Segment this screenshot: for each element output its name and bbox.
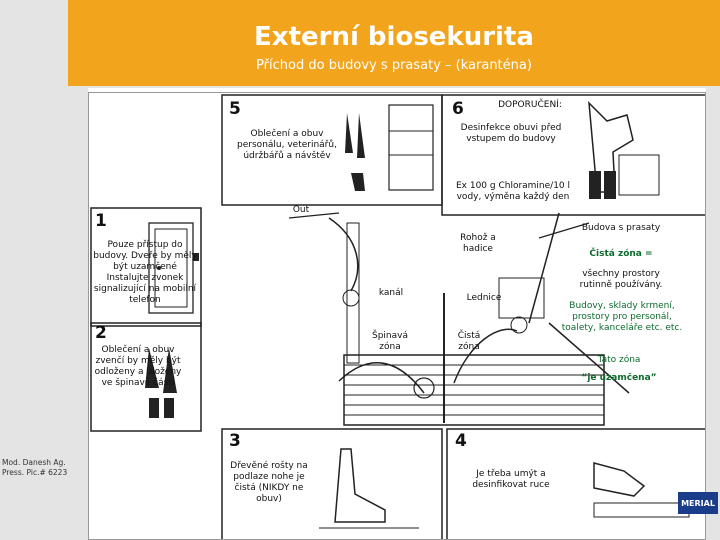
clean-zone-definition: Čistá zóna = <box>589 249 653 259</box>
person-top-view-icon <box>413 377 435 399</box>
arrow-clean-to-building <box>548 322 630 394</box>
panel-3-frame <box>221 428 443 539</box>
coat-icon <box>345 113 365 158</box>
grate-floor <box>343 354 605 426</box>
credit-line-1: Mod. Danesh Ag. <box>2 458 66 467</box>
panel-5-text: Oblečení a obuv personálu, veterinářů, ú… <box>237 129 337 161</box>
boots-icon <box>351 173 365 191</box>
arrow-clean-to-panel-6 <box>528 212 560 324</box>
fridge-icon <box>498 277 545 319</box>
panel-6-text2: Ex 100 g Chloramine/10 l vody, výměna ka… <box>455 181 571 202</box>
arrow-grate-to-clean <box>453 328 518 384</box>
diagram-drawing <box>90 94 705 539</box>
panel-1-number: 1 <box>95 211 107 231</box>
panel-6-frame <box>441 94 705 216</box>
locked-label: “je uzamčena” <box>581 373 657 383</box>
sink-icon <box>593 502 690 518</box>
arrow-dirty-to-grate <box>338 362 425 394</box>
panel-5-number: 5 <box>229 99 241 119</box>
arrow-entry <box>328 217 359 292</box>
footbath-icon <box>618 154 660 196</box>
left-margin <box>0 0 88 540</box>
panel-6-text: Desinfekce obuvi před vstupem do budovy <box>460 123 562 144</box>
image-credit: Mod. Danesh Ag. Press. Pic.# 6223 <box>2 458 67 478</box>
hose-label: Rohož a hadice <box>460 233 496 254</box>
panel-4-frame <box>446 428 705 539</box>
panel-2-frame <box>90 322 202 432</box>
merial-logo: MERIAL <box>678 492 718 514</box>
arrow-hose <box>538 222 590 239</box>
arrow-out <box>288 212 340 219</box>
panel-2-number: 2 <box>95 323 107 343</box>
bare-foot-icon <box>334 448 386 523</box>
page-subtitle: Příchod do budovy s prasaty – (karanténa… <box>256 58 532 73</box>
panel-6-heading: DOPORUČENÍ: <box>498 100 562 110</box>
biosecurity-diagram: 5 6 1 2 3 4 Oblečení a obuv personálu, v… <box>88 92 706 540</box>
fridge-label: Lednice <box>466 293 502 303</box>
locker-icon <box>388 104 434 191</box>
right-margin <box>706 0 720 540</box>
panel-1-frame <box>90 207 202 327</box>
credit-line-2: Press. Pic.# 6223 <box>2 468 68 477</box>
title-bar: Externí biosekurita Příchod do budovy s … <box>68 0 720 86</box>
door-icon <box>148 222 194 314</box>
dirty-zone-label: Špinavá zóna <box>372 331 408 352</box>
panel-4-text: Je třeba umýt a desinfikovat ruce <box>472 469 550 490</box>
washing-hands-icon <box>593 462 646 497</box>
page-title: Externí biosekurita <box>254 22 534 52</box>
this-zone-label: Tato zóna <box>597 355 641 365</box>
clean-zone-label: Čistá zóna <box>457 331 481 352</box>
out-label: Out <box>292 205 310 215</box>
entry-wall <box>346 222 360 364</box>
panel-3-number: 3 <box>229 431 241 451</box>
all-spaces-text: všechny prostory rutinně používány. <box>579 269 663 290</box>
canal-label: kanál <box>378 288 404 298</box>
panel-1-text: Pouze přístup do budovy. Dveře by měly b… <box>93 240 197 305</box>
person-clean-icon <box>510 316 528 334</box>
outdoor-boots-icon <box>149 398 159 418</box>
bell-icon <box>193 253 199 261</box>
panel-2-text: Oblečení a obuv zvenčí by měly být odlož… <box>94 345 182 388</box>
panel-6-number: 6 <box>452 99 464 119</box>
person-dirty-icon <box>342 289 360 307</box>
panel-4-number: 4 <box>455 431 467 451</box>
hanging-clothes-icon <box>145 348 159 388</box>
building-label: Budova s prasaty <box>581 223 661 233</box>
clean-zone-examples: Budovy, sklady krmení, prostory pro pers… <box>561 301 683 333</box>
panel-3-text: Dřevěné rošty na podlaze nohe je čistá (… <box>230 461 308 504</box>
